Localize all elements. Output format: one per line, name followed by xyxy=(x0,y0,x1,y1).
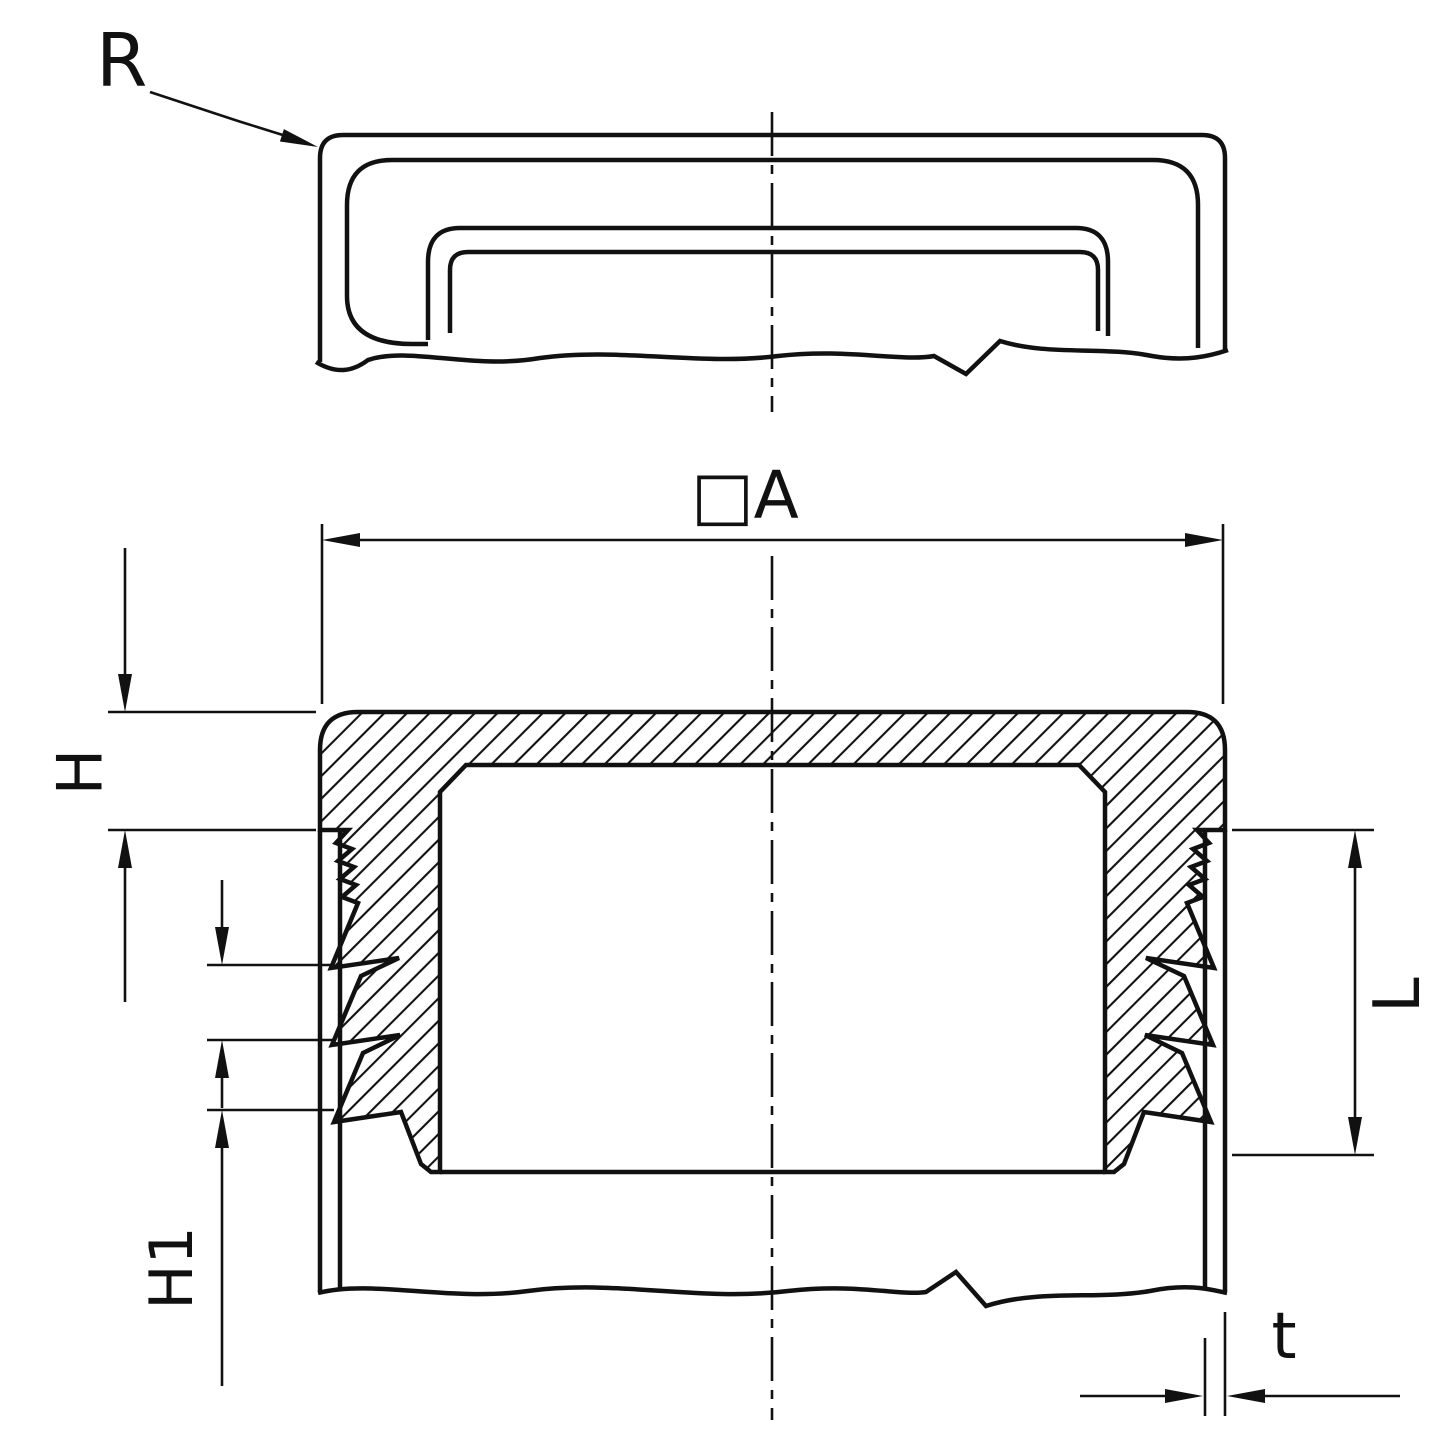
label-length-l: L xyxy=(1361,977,1435,1013)
break-line-top-view xyxy=(314,338,1229,377)
cap-flange-inner-contour xyxy=(344,157,1201,348)
dimension-height-H: H xyxy=(44,548,316,1002)
dimension-rib-pitch-and-H1: H1 xyxy=(137,880,334,1386)
label-radius: R xyxy=(96,18,147,104)
l-arrowhead-up xyxy=(1348,830,1362,868)
label-thickness-t: t xyxy=(1271,1300,1296,1374)
cap-section-hatched-body xyxy=(317,709,1228,1175)
h-arrowhead-up xyxy=(118,830,132,868)
dimension-thickness-t: t xyxy=(1080,1300,1400,1416)
l-arrowhead-down xyxy=(1348,1117,1362,1155)
h1-arrowhead-up xyxy=(215,1110,229,1148)
dimension-length-L: L xyxy=(1232,828,1435,1157)
rib-arrowhead-up-mid xyxy=(215,1040,229,1078)
t-arrowhead-left xyxy=(1227,1389,1265,1403)
label-height-h: H xyxy=(44,749,117,796)
cap-skirt-outer-line xyxy=(425,225,1111,340)
break-line-section-view xyxy=(317,1269,1228,1309)
radius-leader-line xyxy=(149,90,287,138)
t-arrowhead-right xyxy=(1165,1389,1203,1403)
section-view xyxy=(317,556,1228,1420)
label-width: □A xyxy=(691,457,799,534)
radius-leader-arrowhead xyxy=(279,129,318,147)
width-arrowhead-left xyxy=(322,533,360,547)
h-arrowhead-down xyxy=(118,674,132,712)
radius-callout: R xyxy=(96,18,318,147)
label-height-h1: H1 xyxy=(137,1226,207,1309)
dimension-width-A: □A xyxy=(320,457,1225,704)
top-view xyxy=(314,112,1229,412)
rib-arrowhead-down xyxy=(215,927,229,965)
width-arrowhead-right xyxy=(1185,533,1223,547)
cap-skirt-inner-line xyxy=(447,249,1101,333)
